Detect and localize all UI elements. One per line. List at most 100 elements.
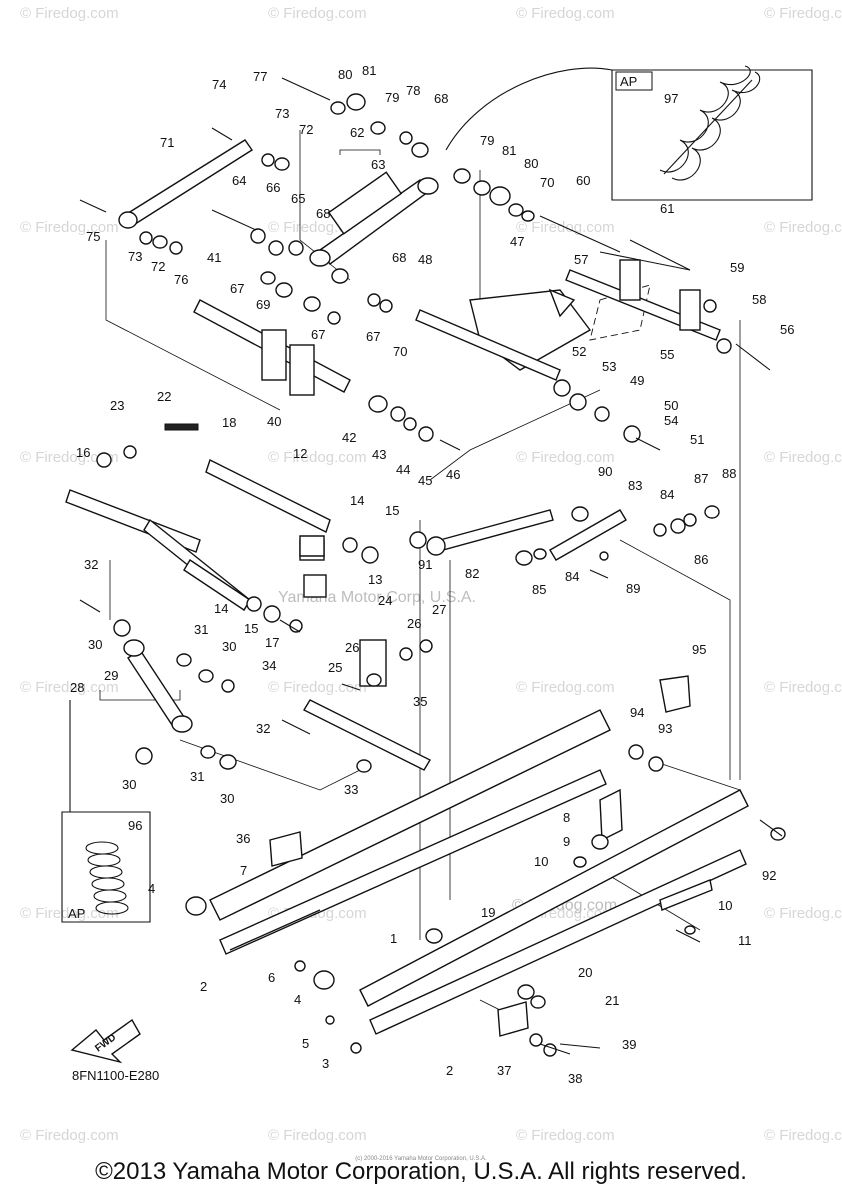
callout-number: 84 xyxy=(565,569,579,584)
callout-number: 97 xyxy=(664,91,678,106)
callout-number: 30 xyxy=(88,637,102,652)
slide-rail-right xyxy=(359,788,749,1035)
callout-number: 27 xyxy=(432,602,446,617)
callout-number: 96 xyxy=(128,818,142,833)
callout-number: 57 xyxy=(574,252,588,267)
callout-number: 2 xyxy=(446,1063,453,1078)
callout-number: 43 xyxy=(372,447,386,462)
callout-number: 70 xyxy=(393,344,407,359)
callout-number: 40 xyxy=(267,414,281,429)
callout-number: 42 xyxy=(342,430,356,445)
watermark-grid: © Firedog.com © Firedog.com © Firedog.com ©… xyxy=(20,5,842,1144)
callout-number: 63 xyxy=(371,157,385,172)
callout-number: 11 xyxy=(738,933,752,948)
callout-number: 39 xyxy=(622,1037,636,1052)
watermark-text: © Firedog.com xyxy=(20,449,119,466)
callout-number: 41 xyxy=(207,250,221,265)
idler-shaft xyxy=(439,509,627,561)
callout-number: 15 xyxy=(385,503,399,518)
callout-number: 64 xyxy=(232,173,246,188)
watermark-text: © Firedog.com xyxy=(764,449,842,466)
front-pivot-link xyxy=(118,139,253,229)
callout-number: 32 xyxy=(256,721,270,736)
callout-number: 67 xyxy=(230,281,244,296)
watermark-text: © Firedog.com xyxy=(516,5,615,22)
callout-number: 15 xyxy=(244,621,258,636)
diagram-code: 8FN1100-E280 xyxy=(72,1068,159,1083)
inset-label-ap-lower: AP xyxy=(68,906,85,921)
callout-number: 93 xyxy=(658,721,672,736)
watermark-text: © Firedog.com xyxy=(764,219,842,236)
callout-number: 66 xyxy=(266,180,280,195)
callout-number: 61 xyxy=(660,201,674,216)
watermark-text: © Firedog.com xyxy=(20,905,119,922)
callout-number: 37 xyxy=(497,1063,511,1078)
rear-shock-absorber xyxy=(309,171,439,267)
callout-number: 32 xyxy=(84,557,98,572)
callout-number: 51 xyxy=(690,432,704,447)
callout-number: 80 xyxy=(524,156,538,171)
callout-number: 14 xyxy=(350,493,364,508)
watermark-text: © Firedog.com xyxy=(268,449,367,466)
callout-number: 30 xyxy=(220,791,234,806)
callout-number: 45 xyxy=(418,473,432,488)
callout-number: 29 xyxy=(104,668,118,683)
callout-number: 91 xyxy=(418,557,432,572)
watermark-text: © Firedog.com xyxy=(268,1127,367,1144)
callout-number: 1 xyxy=(390,931,397,946)
copyright-footer: ©2013 Yamaha Motor Corporation, U.S.A. A… xyxy=(95,1158,747,1185)
watermark-text: © Firedog.com xyxy=(516,1127,615,1144)
callout-number: 52 xyxy=(572,344,586,359)
callout-number: 79 xyxy=(385,90,399,105)
watermark-text: © Firedog.com xyxy=(764,905,842,922)
spring-coil-lower-icon xyxy=(85,841,129,915)
callout-number: 85 xyxy=(532,582,546,597)
callout-number: 31 xyxy=(194,622,208,637)
callout-number: 70 xyxy=(540,175,554,190)
callout-number: 4 xyxy=(148,881,155,896)
callout-number: 49 xyxy=(630,373,644,388)
callout-number: 54 xyxy=(664,413,678,428)
callout-number: 46 xyxy=(446,467,460,482)
callout-number: 81 xyxy=(502,143,516,158)
callout-number: 17 xyxy=(265,635,279,650)
callout-number: 86 xyxy=(694,552,708,567)
callout-number: 6 xyxy=(268,970,275,985)
callout-number: 30 xyxy=(122,777,136,792)
callout-number: 67 xyxy=(311,327,325,342)
callout-number: 4 xyxy=(294,992,301,1007)
callout-number: 94 xyxy=(630,705,644,720)
callout-number: 48 xyxy=(418,252,432,267)
watermark-text: © Firedog.com xyxy=(20,679,119,696)
callout-number: 88 xyxy=(722,466,736,481)
callout-number: 59 xyxy=(730,260,744,275)
rear-arm-assembly xyxy=(415,259,721,381)
callout-number: 44 xyxy=(396,462,410,477)
watermark-text: © Firedog.com xyxy=(516,449,615,466)
inset-label-ap: AP xyxy=(620,74,637,89)
watermark-text: © Firedog.com xyxy=(764,5,842,22)
callout-number: 38 xyxy=(568,1071,582,1086)
callout-number: 69 xyxy=(256,297,270,312)
watermark-text: © Firedog.com xyxy=(764,1127,842,1144)
callout-number: 10 xyxy=(718,898,732,913)
callout-number: 5 xyxy=(302,1036,309,1051)
callout-number: 31 xyxy=(190,769,204,784)
callout-number: 73 xyxy=(275,106,289,121)
callout-number: 25 xyxy=(328,660,342,675)
small-parts xyxy=(79,77,786,1057)
callout-number: 21 xyxy=(605,993,619,1008)
callout-number: 36 xyxy=(236,831,250,846)
callout-number: 23 xyxy=(110,398,124,413)
callout-number: 68 xyxy=(434,91,448,106)
callout-number: 81 xyxy=(362,63,376,78)
callout-number: 92 xyxy=(762,868,776,883)
callout-number: 67 xyxy=(366,329,380,344)
callout-number: 19 xyxy=(481,905,495,920)
callout-number: 80 xyxy=(338,67,352,82)
callout-number: 84 xyxy=(660,487,674,502)
callout-number: 53 xyxy=(602,359,616,374)
callout-number: 20 xyxy=(578,965,592,980)
lower-link-arm xyxy=(303,639,431,771)
